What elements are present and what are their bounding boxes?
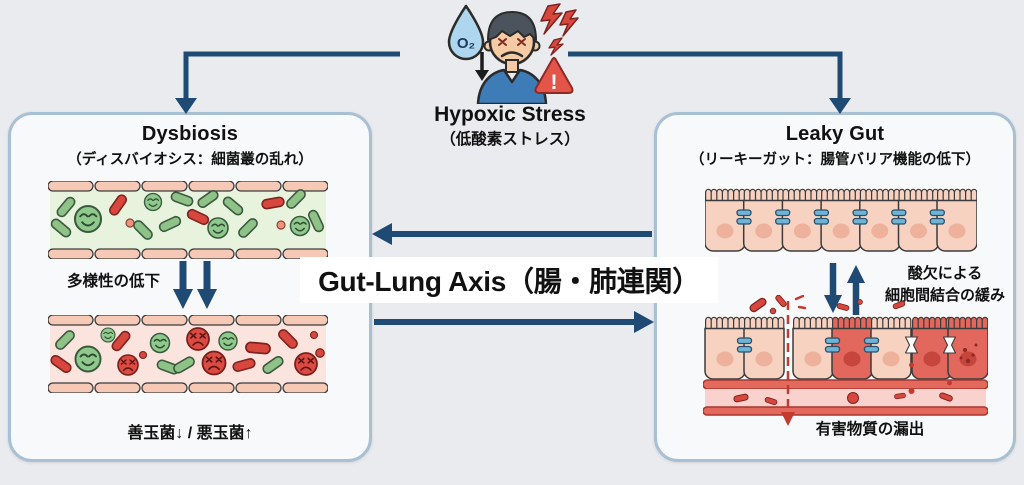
o2-label: O₂: [457, 35, 475, 52]
warning-mark: !: [551, 71, 558, 94]
intact-epithelium-illustration: [705, 188, 977, 252]
connector-line-left: [183, 51, 400, 100]
good-bad-bacteria-label: 善玉菌↓ / 悪玉菌↑: [127, 425, 253, 442]
leak-arrow-icon: [781, 301, 795, 426]
hypoxic-stress-illustration: O₂ !: [447, 3, 579, 104]
dysbiosis-title: Dysbiosis: [141, 123, 239, 145]
junction-loosening-line2: 細胞間結合の緩み: [884, 286, 1005, 304]
leaky-gut-subtitle: （リーキーガット：腸管バリア機能の低下）: [690, 152, 980, 168]
basement-membrane: [703, 379, 988, 390]
hypoxic-subtitle: （低酸素ストレス）: [440, 131, 580, 148]
junction-loosening-label: 酸欠による 細胞間結合の緩み: [863, 263, 1024, 307]
o2-droplet-icon: O₂: [447, 4, 485, 61]
connector-line-right: [568, 51, 843, 100]
stressed-person-icon: [476, 11, 548, 104]
speckles: [959, 343, 978, 364]
down-up-arrow-icon: [824, 263, 865, 315]
diversity-loss-label: 多様性の低下: [66, 273, 160, 290]
lightning-icon: [540, 3, 579, 56]
dysbiosis-subtitle: （ディスバイオシス：細菌叢の乱れ）: [67, 152, 313, 168]
axis-arrowhead-right-icon: [634, 311, 654, 333]
double-down-arrow-icon: [173, 261, 217, 309]
gut-lung-axis-label: Gut-Lung Axis（腸・肺連関）: [318, 266, 700, 297]
junction-loosening-line1: 酸欠による: [907, 265, 983, 282]
dysbiotic-microbiome-illustration: [48, 315, 328, 393]
healthy-microbiome-illustration: [48, 181, 328, 259]
toxin-leak-label: 有害物質の漏出: [815, 421, 925, 438]
hypoxic-title: Hypoxic Stress: [434, 103, 586, 126]
leaky-epithelium-illustration: [703, 295, 988, 426]
gut-lung-axis-strip: Gut-Lung Axis（腸・肺連関）: [300, 257, 718, 303]
leaking-toxin-particles: [732, 295, 954, 406]
vessel-wall: [703, 406, 988, 416]
down-arrow-icon: [475, 52, 489, 81]
warning-triangle-icon: !: [534, 57, 574, 94]
leaky-gut-title: Leaky Gut: [785, 123, 885, 145]
axis-arrowhead-left-icon: [372, 223, 392, 245]
